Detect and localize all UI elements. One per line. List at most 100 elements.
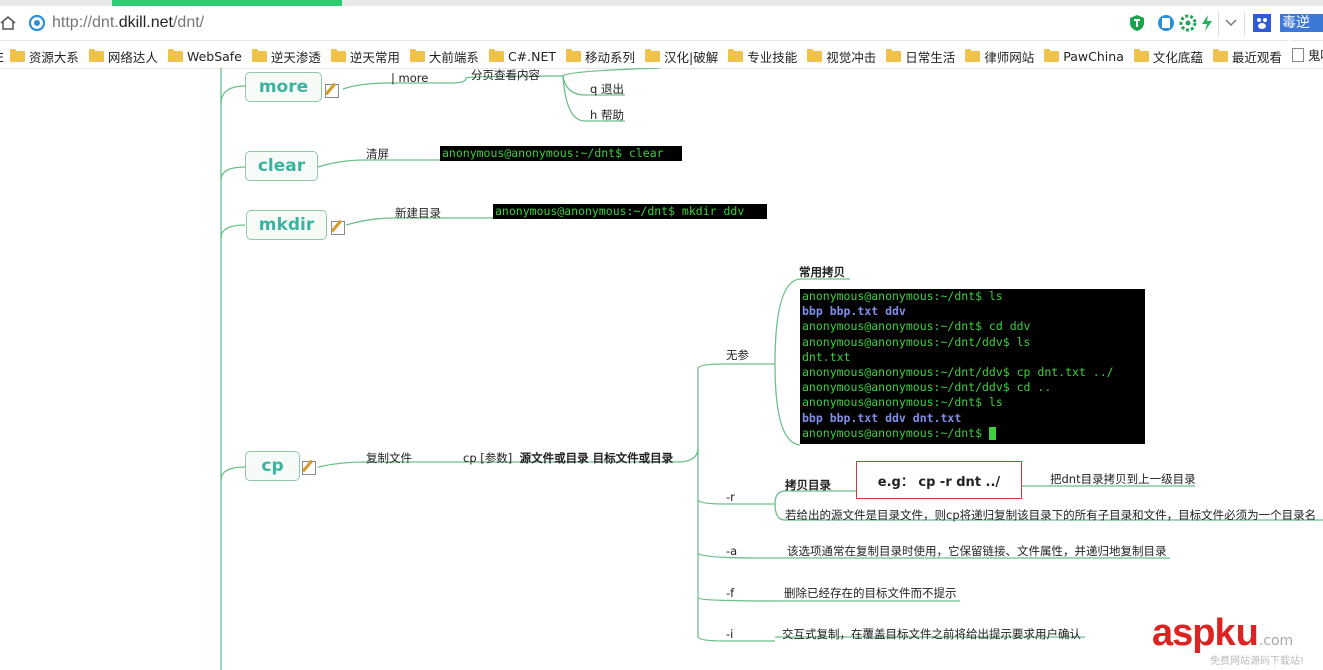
bookmark-item[interactable]: PawChina — [1044, 43, 1124, 69]
folder-icon — [1044, 48, 1060, 62]
bookmark-label: 汉化|破解 — [664, 49, 719, 65]
watermark-com: .com — [1258, 633, 1294, 649]
bookmark-item[interactable]: 网络达人 — [88, 43, 158, 69]
doc-icon[interactable] — [1157, 14, 1175, 32]
chevron-down-icon[interactable] — [1225, 18, 1237, 28]
bookmark-item[interactable]: 逆天常用 — [330, 43, 400, 69]
terminal-line: anonymous@anonymous:~/dnt$ — [800, 426, 1145, 441]
url-field[interactable]: http://dnt.dkill.net/dnt/ — [52, 14, 204, 32]
terminal-line: anonymous@anonymous:~/dnt$ ls — [800, 289, 1145, 304]
aspku-watermark: aspku.com 免费网站源码下载站! — [1152, 612, 1304, 667]
cp-r-example-desc: 把dnt目录拷贝到上一级目录 — [1050, 472, 1196, 486]
bookmark-item[interactable]: 律师网站 — [965, 43, 1035, 69]
terminal-line: anonymous@anonymous:~/dnt$ ls — [800, 395, 1145, 410]
bookmark-label: 移动系列 — [585, 49, 636, 65]
bookmark-label: 网络达人 — [107, 49, 158, 65]
clear-terminal: anonymous@anonymous:~/dnt$ clear — [440, 146, 682, 161]
gear-icon[interactable] — [1179, 14, 1197, 32]
bookmark-item[interactable]: 汉化|破解 — [645, 43, 719, 69]
folder-icon — [1212, 48, 1228, 62]
more-q-label: q 退出 — [590, 82, 624, 96]
note-icon[interactable] — [302, 461, 316, 475]
cp-i-desc: 交互式复制，在覆盖目标文件之前将给出提示要求用户确认 — [782, 627, 1081, 641]
terminal-line-text: anonymous@anonymous:~/dnt/ddv$ cd .. — [802, 380, 1052, 395]
shield-icon[interactable] — [1128, 14, 1146, 32]
cp-noparam-label: 无参 — [726, 348, 749, 362]
terminal-cursor — [988, 426, 996, 440]
bookmark-item[interactable]: 专业技能 — [728, 43, 798, 69]
terminal-line: anonymous@anonymous:~/dnt/ddv$ cp dnt.tx… — [800, 365, 1145, 380]
bookmark-label: 鬼吹灯之精绝 — [1307, 48, 1323, 63]
note-icon[interactable] — [331, 221, 345, 235]
watermark-asp: asp — [1152, 612, 1215, 654]
address-bar: http://dnt.dkill.net/dnt/ 毒逆天 — [0, 6, 1323, 49]
bookmark-item[interactable]: 文化底蕴 — [1133, 43, 1203, 69]
note-icon[interactable] — [325, 84, 339, 98]
cp-r-title: 拷贝目录 — [785, 478, 831, 492]
folder-icon — [409, 48, 425, 62]
folder-icon — [488, 48, 504, 62]
bookmark-label: 最近观看 — [1231, 49, 1282, 65]
bookmark-item[interactable]: 大前端系 — [409, 43, 479, 69]
node-mkdir[interactable]: mkdir — [246, 210, 327, 240]
bookmark-item[interactable]: C#.NET — [488, 43, 556, 69]
terminal-line: dnt.txt — [800, 350, 1145, 365]
terminal-line: bbp bbp.txt ddv dnt.txt — [802, 410, 962, 425]
folder-icon — [886, 48, 902, 62]
bookmark-item[interactable]: 逆天渗透 — [251, 43, 321, 69]
cp-a-desc: 该选项通常在复制目录时使用，它保留链接、文件属性，并递归地复制目录 — [787, 544, 1167, 558]
bookmark-label: 文化底蕴 — [1152, 49, 1203, 65]
mkdir-terminal: anonymous@anonymous:~/dnt$ mkdir ddv — [493, 204, 767, 219]
bookmark-item[interactable]: 鬼吹灯之精绝 — [1291, 41, 1323, 68]
bookmark-label: 律师网站 — [984, 49, 1035, 65]
folder-icon — [645, 48, 661, 62]
page-load-progress — [0, 0, 1323, 6]
bookmark-item[interactable]: 日常生活 — [886, 43, 956, 69]
cp-r-desc: 若给出的源文件是目录文件，则cp将递归复制该目录下的所有子目录和文件，目标文件必… — [785, 508, 1317, 522]
bookmark-label: 专业技能 — [747, 49, 798, 65]
terminal-line: bbp bbp.txt ddv — [802, 304, 906, 319]
url-suffix: /dnt/ — [172, 14, 205, 31]
node-clear[interactable]: clear — [245, 151, 318, 181]
bookmark-leading-char: E — [0, 44, 4, 69]
folder-icon — [88, 48, 104, 62]
bookmark-label: WebSafe — [186, 48, 242, 64]
cp-desc-label: 复制文件 — [366, 451, 412, 465]
url-domain: dkill.net — [118, 14, 173, 31]
cp-i-label: -i — [726, 627, 734, 641]
folder-icon — [807, 48, 823, 62]
bookmark-label: 大前端系 — [428, 49, 479, 65]
folder-icon — [251, 48, 267, 62]
progress-fill — [112, 0, 342, 6]
bookmark-label: 日常生活 — [905, 49, 956, 65]
bookmark-item[interactable]: 移动系列 — [566, 43, 636, 69]
lightning-icon[interactable] — [1200, 14, 1214, 32]
mkdir-desc-label: 新建目录 — [395, 206, 441, 220]
folder-icon — [1133, 48, 1149, 62]
cp-syntax-rest: 源文件或目录 目标文件或目录 — [519, 451, 674, 465]
watermark-ku: ku — [1214, 612, 1259, 654]
mindmap-connectors — [220, 68, 1323, 670]
clear-desc-label: 清屏 — [366, 147, 389, 161]
bookmark-item[interactable]: WebSafe — [167, 43, 242, 69]
bookmark-label: 逆天常用 — [349, 49, 400, 65]
search-box-text[interactable]: 毒逆天 — [1280, 14, 1323, 49]
folder-icon — [167, 48, 183, 62]
bookmark-label: 视觉冲击 — [826, 49, 877, 65]
toolbar-divider-2 — [1244, 12, 1245, 36]
bookmark-item[interactable]: 最近观看 — [1212, 43, 1282, 69]
baidu-paw-icon[interactable] — [1253, 14, 1271, 32]
url-prefix: http://dnt. — [52, 14, 119, 31]
home-icon[interactable] — [0, 15, 16, 31]
bookmark-item[interactable]: 视觉冲击 — [807, 43, 877, 69]
terminal-line: anonymous@anonymous:~/dnt/ddv$ ls — [800, 335, 1145, 350]
node-cp[interactable]: cp — [245, 451, 300, 481]
terminal-line: anonymous@anonymous:~/dnt$ cd ddv — [800, 319, 1145, 334]
terminal-line-text: dnt.txt — [802, 349, 851, 364]
bookmark-item[interactable]: 资源大系 — [9, 43, 79, 69]
page-icon — [1291, 47, 1304, 62]
folder-icon — [566, 48, 581, 62]
cp-r-label: -r — [726, 490, 735, 504]
node-more[interactable]: more — [245, 72, 322, 102]
